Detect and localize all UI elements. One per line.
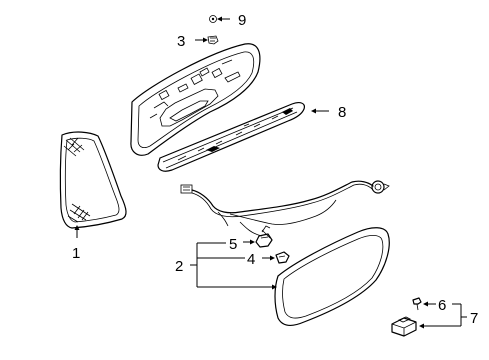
leader-6	[423, 301, 436, 307]
callout-7: 7	[470, 310, 478, 327]
high-mount-stop-lamp-icon	[157, 102, 305, 172]
callout-9: 9	[238, 12, 246, 29]
license-lamp-bezel-icon	[274, 227, 390, 327]
callout-2: 2	[175, 258, 183, 275]
leader-8	[311, 108, 329, 114]
leader-3	[195, 37, 208, 43]
leader-9	[217, 16, 230, 22]
retainer-icon	[391, 316, 417, 337]
leader-7	[419, 303, 467, 329]
push-pin-clip-icon	[412, 297, 422, 311]
callout-6: 6	[438, 297, 446, 314]
screw-icon	[207, 35, 219, 45]
callout-4: 4	[247, 251, 255, 268]
callout-8: 8	[338, 104, 346, 121]
callout-5: 5	[229, 236, 237, 253]
leader-2	[190, 242, 277, 290]
callout-3: 3	[177, 33, 185, 50]
tail-lamp-lens-icon	[59, 131, 127, 229]
callout-1: 1	[72, 245, 80, 262]
clip-icon	[275, 251, 290, 264]
license-plate-bezel-icon	[130, 43, 261, 156]
leader-1	[74, 225, 80, 238]
wiring-harness-icon	[180, 180, 390, 239]
bulb-socket-icon	[255, 225, 273, 248]
nut-icon	[209, 15, 217, 23]
leader-4	[262, 255, 275, 261]
leader-5	[243, 239, 255, 245]
